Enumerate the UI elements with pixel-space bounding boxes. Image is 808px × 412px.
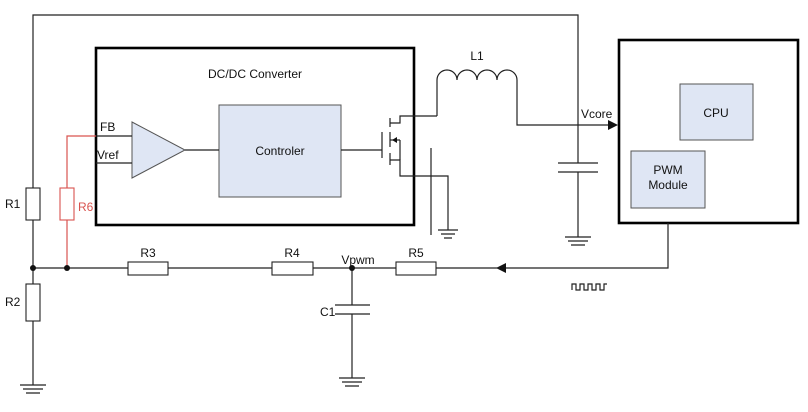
resistor-r5 [395,261,437,276]
r6-top-wire [66,135,96,188]
junction-r6 [64,265,70,271]
vcore-wire [516,80,610,126]
controller-block [218,104,342,198]
capacitor-c1 [335,304,370,315]
inductor-label: L1 [470,49,484,63]
pwm-return-wire [500,223,669,269]
resistor-r6 [59,187,75,221]
resistor-r2 [25,283,41,322]
pwm-module-line2: Module [648,178,688,192]
c1-label: C1 [320,305,336,319]
resistor-r1 [25,187,41,221]
controller-label: Controler [255,144,304,158]
junction-vpwm [349,265,355,271]
vref-label: Vref [97,148,119,162]
mosfet-symbol [381,115,437,177]
dcdc-converter-title: DC/DC Converter [208,67,302,81]
r1-label: R1 [5,197,21,211]
cpu-block [679,83,754,141]
pwm-waveform-icon [571,283,607,291]
pwm-module-line1: PWM [653,163,682,177]
top-feedback-wire [32,14,579,188]
output-capacitor [558,162,598,173]
r6-label: R6 [78,200,94,214]
r4-label: R4 [284,246,300,260]
r5-label: R5 [408,246,424,260]
ground-symbol-mosfet [431,175,458,239]
ground-symbol-r2 [20,384,46,394]
junction-r1-r2 [30,265,36,271]
vcore-arrow [608,120,618,130]
cpu-label: CPU [703,106,728,120]
fb-label: FB [100,120,115,134]
load-box [617,38,800,225]
vcore-label: Vcore [581,107,613,121]
error-amplifier [131,121,187,179]
pwm-arrow [496,263,506,273]
ground-symbol-c1 [339,377,365,387]
pwm-module-block [630,150,706,209]
r2-label: R2 [5,295,21,309]
ground-symbol-output-cap [565,236,591,246]
resistor-r4 [271,261,314,276]
inductor-l1 [436,69,518,81]
vpwm-label: Vpwm [341,253,374,267]
resistor-r3 [127,261,169,276]
r3-label: R3 [140,246,156,260]
